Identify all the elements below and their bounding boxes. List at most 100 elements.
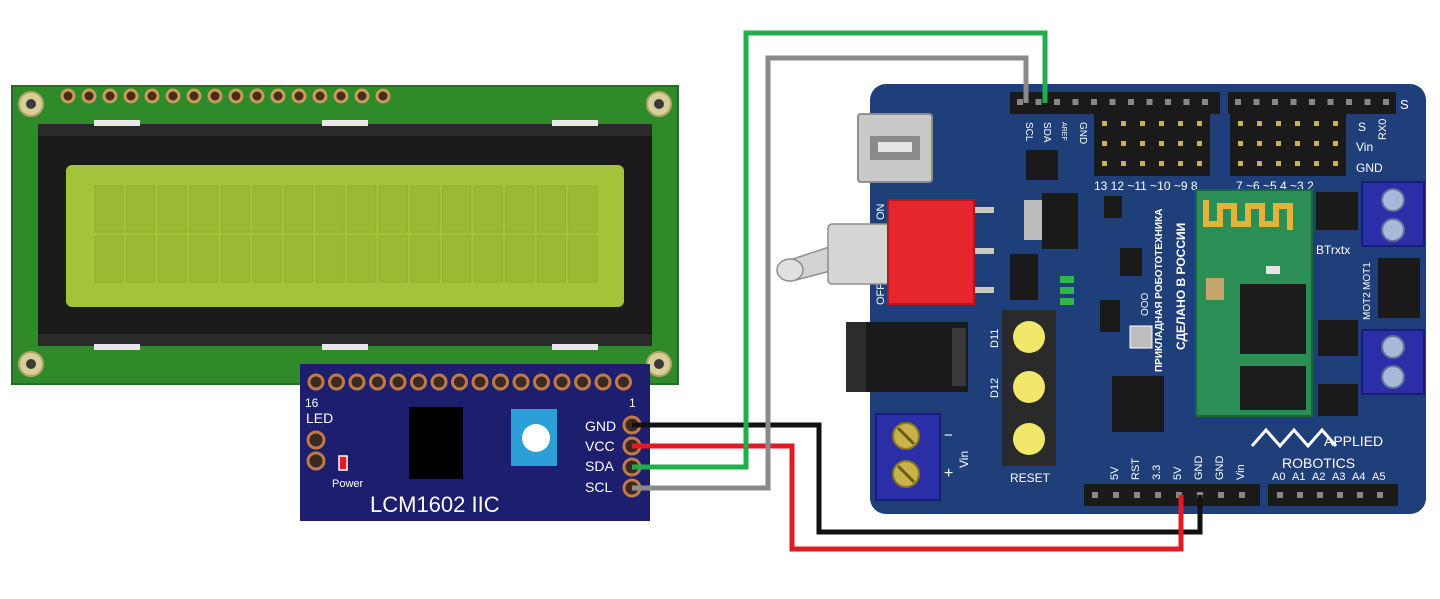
lcd-pad <box>375 88 391 104</box>
lcm1602-iic-board: 16 1 LED Power GND VCC SDA SCL LCM1602 I… <box>300 364 650 521</box>
switch-on-label: ON <box>875 203 887 220</box>
lcd-cell <box>94 235 124 283</box>
lcm-pad <box>348 373 366 391</box>
s-top-label: S <box>1400 97 1409 112</box>
lcd-pad <box>249 88 265 104</box>
lcd-cell <box>568 185 598 233</box>
lcd-character-cells <box>94 185 598 283</box>
robotics-shield: S SCL SDA AREF GND 13 12 ~11 ~10 ~9 8 7 … <box>776 84 1426 514</box>
header-pin <box>1140 141 1145 146</box>
lcd-cell <box>536 185 566 233</box>
lcd-cell <box>252 235 282 283</box>
lcd-pad <box>333 88 349 104</box>
lcd-cell <box>157 185 187 233</box>
reset-label: RESET <box>1010 471 1051 485</box>
header-pin <box>1146 99 1153 105</box>
power-led <box>338 455 348 471</box>
sda-pin-label: SDA <box>1041 122 1052 143</box>
lcd-pad <box>81 88 97 104</box>
header-pin <box>1054 99 1060 105</box>
lcm-vcc-label: VCC <box>585 438 615 454</box>
lcm-pad <box>430 373 448 391</box>
lcm-header-pads <box>307 373 632 391</box>
power-terminal <box>875 413 941 501</box>
lcd-cell <box>505 235 535 283</box>
header-pin <box>1257 161 1262 166</box>
header-pin <box>1239 492 1245 498</box>
header-pin <box>1178 121 1183 126</box>
header-pin <box>1295 121 1300 126</box>
header-pin <box>1159 161 1164 166</box>
header-pin <box>1102 141 1107 146</box>
lcm-scl-label: SCL <box>585 479 612 495</box>
header-pin <box>1109 99 1116 105</box>
lcd-cell <box>410 235 440 283</box>
lcm-sda-label: SDA <box>585 458 614 474</box>
terminal-plus: + <box>944 465 953 482</box>
lcm-title: LCM1602 IIC <box>370 492 500 517</box>
pcf8574-chip <box>409 407 463 479</box>
header-pin <box>1314 141 1319 146</box>
header-pin <box>1314 121 1319 126</box>
header-pin <box>1072 99 1079 105</box>
brand-line-3: СДЕЛАНО В РОССИИ <box>1174 223 1188 350</box>
lcm-pad <box>369 373 386 391</box>
header-pin <box>1197 161 1202 166</box>
lcd-cell <box>378 185 408 233</box>
lcd-cell <box>189 185 219 233</box>
lcd-cell <box>378 235 408 283</box>
status-leds <box>1060 276 1074 305</box>
header-pin <box>1159 141 1164 146</box>
terminal-vin-label: Vin <box>957 451 971 468</box>
header-pin <box>1155 492 1161 498</box>
header-pin <box>1290 99 1297 105</box>
side-rx-label: RX0 <box>1377 119 1389 140</box>
header-pin <box>1134 492 1140 498</box>
header-pin <box>1121 161 1126 166</box>
lcd-pad <box>312 88 328 104</box>
header-pin <box>1309 99 1315 105</box>
mot1-label: MOT1 <box>1362 262 1373 290</box>
lcd-cell <box>505 185 535 233</box>
digital-left-labels: 13 12 ~11 ~10 ~9 8 <box>1094 179 1198 193</box>
usb-port <box>857 113 933 183</box>
lcd-pad <box>354 88 370 104</box>
header-pin <box>1357 492 1363 498</box>
lcd-cell <box>220 235 250 283</box>
header-pin <box>1121 121 1126 126</box>
lcd-cell <box>473 235 503 283</box>
lcd-pad <box>144 88 160 104</box>
pin-16-label: 16 <box>305 396 319 410</box>
header-pin <box>1140 161 1145 166</box>
lcd-pad <box>165 88 181 104</box>
analog-pin-label: A4 <box>1352 471 1365 483</box>
header-pin <box>1333 141 1338 146</box>
lcm-pad <box>307 373 325 391</box>
power-pin-label: Vin <box>1235 464 1247 480</box>
contrast-potentiometer <box>511 409 557 466</box>
lcm-pad <box>471 373 489 391</box>
side-s-label: S <box>1358 120 1366 134</box>
side-gnd-label: GND <box>1356 161 1383 175</box>
analog-pin-label: A0 <box>1272 471 1285 483</box>
header-pin <box>1178 141 1183 146</box>
lcd-pad <box>123 88 139 104</box>
wires <box>632 30 1203 552</box>
header-pin <box>1183 99 1190 105</box>
bluetooth-module <box>1195 189 1313 417</box>
button-reset <box>1002 412 1056 466</box>
lcm-pad <box>410 373 427 391</box>
header-pin <box>1383 99 1389 105</box>
header-pin <box>1091 99 1097 105</box>
analog-pin-label: A5 <box>1372 471 1385 483</box>
header-pin <box>1276 141 1281 146</box>
lcd-cell <box>252 185 282 233</box>
analog-pin-label: A2 <box>1312 471 1325 483</box>
lcm-pad <box>574 373 591 391</box>
header-pin <box>1257 141 1262 146</box>
header-pin <box>1346 99 1352 105</box>
wire-gnd <box>632 422 1203 535</box>
lcd-pad <box>291 88 307 104</box>
header-pin <box>1276 121 1281 126</box>
